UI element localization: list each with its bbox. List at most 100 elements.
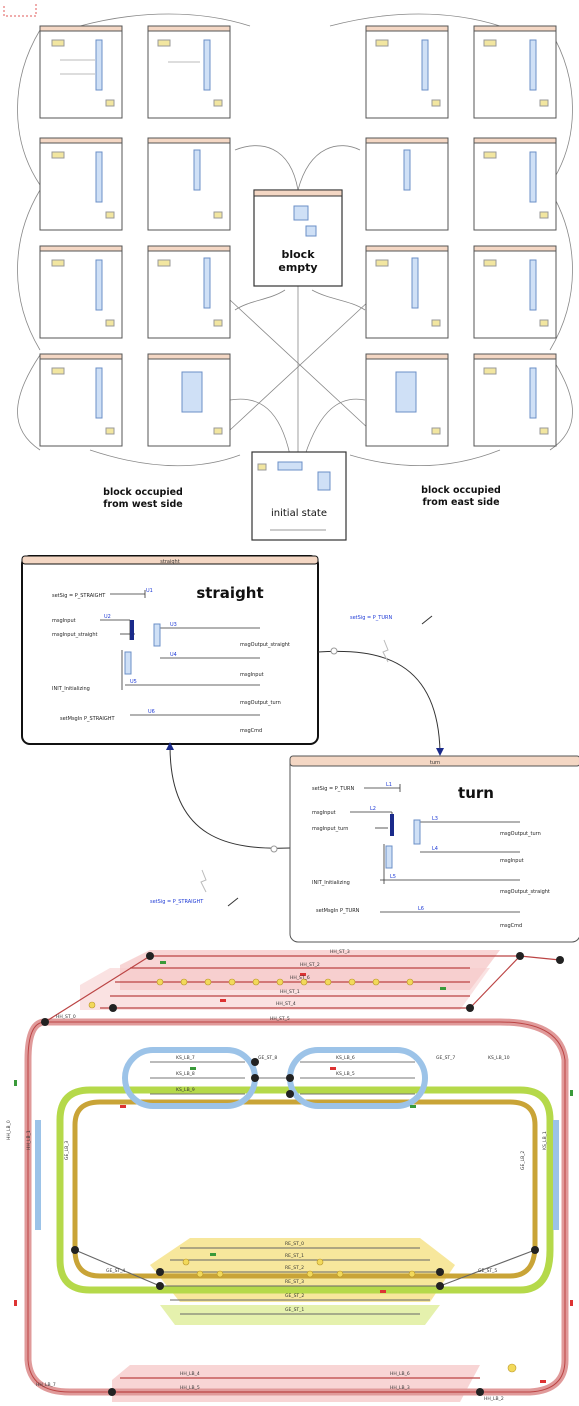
top-state-diagram (17, 13, 573, 467)
straight-out-0: msgOutput_straight (240, 642, 290, 648)
mini-state (39, 245, 123, 339)
track-label: KS_LB_7 (176, 1055, 195, 1061)
track-label: KS_LB_9 (176, 1087, 195, 1093)
mini-state (365, 245, 449, 339)
mini-state (39, 137, 123, 231)
straight-title: straight (196, 584, 263, 602)
transition-arc (311, 289, 366, 311)
track-label: HH_LB_6 (390, 1371, 410, 1377)
transition-arc (234, 289, 286, 311)
track-label: GE_ST_5 (478, 1268, 497, 1274)
mini-state (147, 245, 231, 339)
west-caption-line2: from west side (103, 499, 182, 510)
mini-state (365, 353, 449, 447)
track-layout (14, 950, 573, 1402)
straight-line-0: setSig = P_STRAIGHT (52, 593, 106, 599)
track-label: KS_LB_5 (336, 1071, 355, 1077)
state-block-empty[interactable]: block empty (253, 189, 343, 287)
track-green-loop (56, 1086, 554, 1294)
initial-state-label: initial state (271, 508, 327, 519)
turn-header: turn (430, 760, 440, 766)
junction-nodes (41, 952, 564, 1396)
turn-title: turn (458, 784, 494, 802)
track-label: RE_ST_3 (285, 1279, 304, 1285)
mini-state (473, 353, 557, 447)
mini-state (365, 137, 449, 231)
transition-straight-to-turn[interactable] (317, 650, 441, 753)
track-label: HH_LB_3 (390, 1385, 410, 1391)
track-outer-loop (24, 1018, 569, 1396)
turn-out-2: msgOutput_straight (500, 889, 550, 895)
straight-out-1: msgInput (240, 672, 264, 678)
track-label: GE_LB_2 (520, 1151, 526, 1170)
middle-state-diagram: straight straight setSig = P_STRAIGHT ms… (21, 555, 579, 943)
track-label: RE_ST_2 (285, 1265, 304, 1271)
mini-state (147, 353, 231, 447)
track-label: HH_ST_1 (280, 989, 300, 995)
straight-tag-3: U4 (170, 652, 177, 658)
turn-line-1: msgInput (312, 810, 336, 816)
transition-arc (349, 449, 501, 467)
track-label: GE_ST_8 (258, 1055, 277, 1061)
turn-out-0: msgOutput_turn (500, 831, 541, 837)
transition-arc (229, 398, 291, 456)
transition-line (229, 299, 371, 431)
track-label: HH_ST_5 (270, 1016, 290, 1022)
track-zone-pink-bottom (112, 1365, 480, 1402)
arrow-head-icon (166, 742, 174, 750)
track-label: HH_ST_4 (276, 1001, 296, 1007)
straight-line-3: INIT_Initializing (52, 686, 90, 692)
track-label: HH_LB_1 (26, 1130, 32, 1150)
track-zone-green-low (160, 1305, 440, 1325)
straight-tag-4: U5 (130, 679, 137, 685)
track-labels: HH_ST_3 HH_ST_2 HH_ST_6 HH_ST_1 HH_ST_4 … (6, 949, 548, 1402)
track-gold-loop (72, 1099, 538, 1279)
turn-tag-5: L6 (418, 906, 424, 912)
transition-junction (270, 845, 278, 853)
track-label: KS_LB_10 (488, 1055, 510, 1061)
track-label: HH_ST_3 (330, 949, 350, 955)
state-straight[interactable]: straight straight setSig = P_STRAIGHT ms… (21, 555, 319, 745)
track-label: RE_ST_0 (285, 1241, 304, 1247)
turn-tag-2: L3 (432, 816, 438, 822)
turn-line-0: setSig = P_TURN (312, 786, 354, 792)
mini-state (147, 137, 231, 231)
straight-tag-2: U3 (170, 622, 177, 628)
transition-arc (329, 13, 501, 27)
transition-arc (297, 145, 361, 191)
state-turn[interactable]: turn turn setSig = P_TURN msgInput msgIn… (289, 755, 579, 943)
east-caption-line1: block occupied (421, 485, 501, 496)
turn-line-4: setMsgIn P_TURN (316, 908, 360, 914)
straight-out-3: msgCmd (240, 728, 262, 734)
track-label: HH_ST_6 (290, 975, 310, 981)
track-label: KS_LB_8 (176, 1071, 195, 1077)
straight-out-2: msgOutput_turn (240, 700, 281, 706)
straight-tag-0: U1 (146, 588, 153, 594)
turn-tag-4: L5 (390, 874, 396, 880)
state-initial[interactable]: initial state (251, 451, 347, 541)
turn-line-3: INIT_Initializing (312, 880, 350, 886)
track-label: HH_LB_2 (484, 1396, 504, 1402)
track-label: KS_LB_1 (542, 1131, 548, 1150)
turn-line-2: msgInput_turn (312, 826, 348, 832)
east-caption-line2: from east side (422, 497, 499, 508)
straight-header: straight (160, 559, 179, 565)
transition-turn-to-straight[interactable] (169, 745, 291, 849)
transition-arc (17, 354, 41, 451)
mini-state (473, 25, 557, 119)
mini-states (39, 25, 557, 447)
track-label: GE_ST_4 (106, 1268, 125, 1274)
track-zone-pink-top-2 (80, 968, 490, 1010)
transition-arc (549, 29, 573, 186)
state-title-line1: block (281, 248, 315, 261)
turn-tag-1: L2 (370, 806, 376, 812)
straight-tag-1: U2 (104, 614, 111, 620)
west-caption-line1: block occupied (103, 487, 183, 498)
track-label: RE_ST_1 (285, 1253, 304, 1259)
transition-arc (89, 449, 241, 467)
transition-label-straight: setSig = P_STRAIGHT (150, 899, 204, 905)
track-label: HH_ST_2 (300, 962, 320, 968)
mini-state (473, 137, 557, 231)
turn-tag-0: L1 (386, 782, 392, 788)
